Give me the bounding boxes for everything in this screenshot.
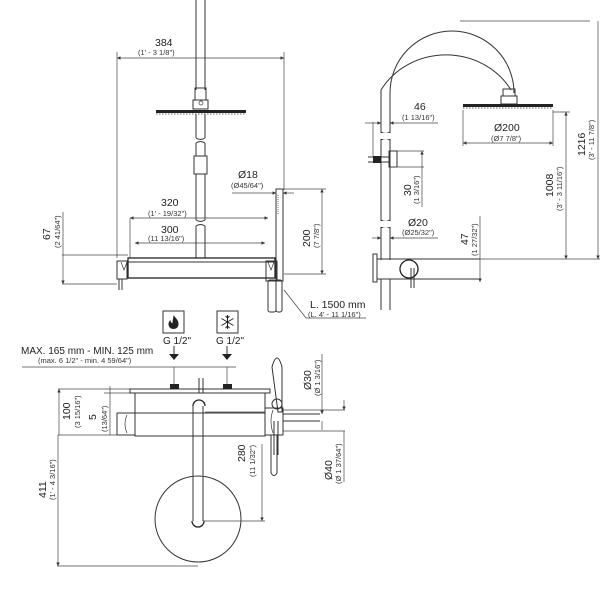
dim-5-imperial: (13/64"): [100, 405, 109, 432]
dim-384-mm: 384: [155, 37, 173, 49]
dimension-30: 30 (1 3/16"): [402, 151, 424, 207]
flame-icon: [168, 315, 179, 329]
dimension-47: 47 (1 27/32"): [459, 216, 482, 282]
dim-47-imperial: (1 27/32"): [470, 223, 479, 256]
dim-d20-mm: Ø20: [408, 217, 428, 229]
dim-d18-imperial: (Ø45/64"): [231, 181, 264, 190]
dimension-384: 384 (1' - 3 1/8"): [116, 37, 285, 258]
shower-head-front: [156, 110, 246, 115]
mixer-bar: [116, 257, 278, 290]
dim-d30-imperial: (Ø 1 3/16"): [313, 359, 322, 396]
dimension-411: 411 (1' - 4 3/16"): [37, 435, 198, 567]
hot-inlet: G 1/2": [162, 310, 191, 360]
hand-shower-holder: [368, 150, 424, 168]
dimension-inlet-range: MAX. 165 mm - MIN. 125 mm (max. 6 1/2" -…: [21, 346, 236, 388]
dim-320-mm: 320: [161, 197, 179, 209]
shower-arm-top: [154, 399, 265, 563]
riser-pipe: [192, 0, 209, 110]
hot-inlet-label: G 1/2": [163, 336, 191, 347]
dim-300-mm: 300: [161, 224, 179, 236]
dim-47-mm: 47: [459, 233, 471, 245]
dim-100-mm: 100: [61, 402, 73, 420]
dimension-46: 46 (1 13/16"): [365, 101, 438, 156]
dim-1216-mm: 1216: [576, 132, 588, 156]
inlet-range-mm: MAX. 165 mm - MIN. 125 mm: [21, 346, 153, 357]
dim-d18-mm: Ø18: [238, 169, 258, 181]
dim-d200-mm: Ø200: [494, 122, 520, 134]
dim-1008-mm: 1008: [544, 173, 556, 197]
dim-d200-imperial: (Ø7 7/8"): [491, 134, 522, 143]
cold-inlet: G 1/2": [216, 310, 244, 360]
dim-46-imperial: (1 13/16"): [402, 113, 435, 122]
dim-320-imperial: (1' - 19/32"): [148, 209, 187, 218]
dim-67-mm: 67: [41, 228, 53, 240]
dimension-1216: 1216 (3' - 11 7/8"): [576, 21, 600, 259]
snowflake-icon: [221, 315, 234, 329]
dim-200-imperial: (7 7/8"): [312, 223, 321, 248]
dim-280-mm: 280: [236, 444, 248, 462]
dim-67-imperial: (2 41/64"): [53, 215, 62, 248]
cold-inlet-label: G 1/2": [216, 336, 244, 347]
hand-shower: [267, 188, 284, 313]
dim-d40-imperial: (Ø 1 37/64"): [334, 443, 343, 484]
dim-100-imperial: (3 15/16"): [73, 395, 82, 428]
dim-1008-imperial: (3' - 3 11/16"): [555, 166, 564, 211]
dim-1216-imperial: (3' - 11 7/8"): [587, 119, 596, 160]
mixer-body-top: [116, 357, 320, 476]
dim-411-mm: 411: [37, 481, 49, 498]
front-view: 384 (1' - 3 1/8") 320 (1' - 19/32") 300 …: [41, 0, 366, 319]
gooseneck-arm: [380, 20, 590, 260]
dimension-1008: 1008 (3' - 3 11/16"): [480, 111, 600, 260]
dimension-100: 100 (3 15/16"): [57, 388, 130, 436]
dimension-5: 5 (13/64"): [87, 386, 130, 435]
dimension-d18: Ø18 (Ø45/64"): [231, 169, 294, 195]
top-view: G 1/2" G 1/2" MAX. 165 mm - MIN. 125 mm …: [21, 310, 346, 567]
hot-inlet-box: [162, 310, 185, 334]
dim-30-mm: 30: [402, 184, 414, 196]
dimension-d40: Ø40 (Ø 1 37/64"): [283, 400, 346, 484]
dim-5-mm: 5: [87, 414, 99, 420]
dim-d30-mm: Ø30: [302, 370, 314, 390]
dimension-300: 300 (11 13/16"): [135, 224, 265, 245]
shower-head-top: [154, 475, 242, 563]
dimension-d20: Ø20 (Ø25/32"): [372, 217, 438, 240]
inlet-range-imperial: (max. 6 1/2" - min. 4 59/64"): [38, 356, 132, 365]
dim-200-mm: 200: [301, 229, 313, 247]
dim-384-imperial: (1' - 3 1/8"): [138, 48, 175, 57]
dimension-d200: Ø200 (Ø7 7/8"): [462, 110, 554, 146]
side-view: 46 (1 13/16") Ø200 (Ø7 7/8") 30 (1 3/16"…: [365, 20, 600, 310]
dim-30-imperial: (1 3/16"): [412, 175, 421, 204]
dimension-320: 320 (1' - 19/32"): [129, 197, 268, 258]
hose-length-mm: L. 1500 mm: [310, 299, 366, 311]
dim-280-imperial: (11 1/32"): [248, 444, 257, 477]
dim-d20-imperial: (Ø25/32"): [402, 228, 435, 237]
dim-d40-mm: Ø40: [323, 460, 335, 480]
valve-side: [372, 253, 480, 310]
dimension-67: 67 (2 41/64"): [41, 212, 128, 285]
hose-length-imperial: (L. 4' - 11 1/16"): [308, 310, 361, 319]
dim-46-mm: 46: [414, 101, 426, 113]
cold-inlet-box: [216, 310, 239, 334]
dim-411-imperial: (1' - 4 3/16"): [48, 459, 57, 500]
dim-300-imperial: (11 13/16"): [148, 234, 185, 243]
dimension-280: 280 (11 1/32"): [236, 444, 264, 521]
hose-length-callout: L. 1500 mm (L. 4' - 11 1/16"): [283, 289, 366, 319]
dimension-d30: Ø30 (Ø 1 3/16"): [302, 354, 324, 430]
dimension-200: 200 (7 7/8"): [284, 188, 326, 275]
